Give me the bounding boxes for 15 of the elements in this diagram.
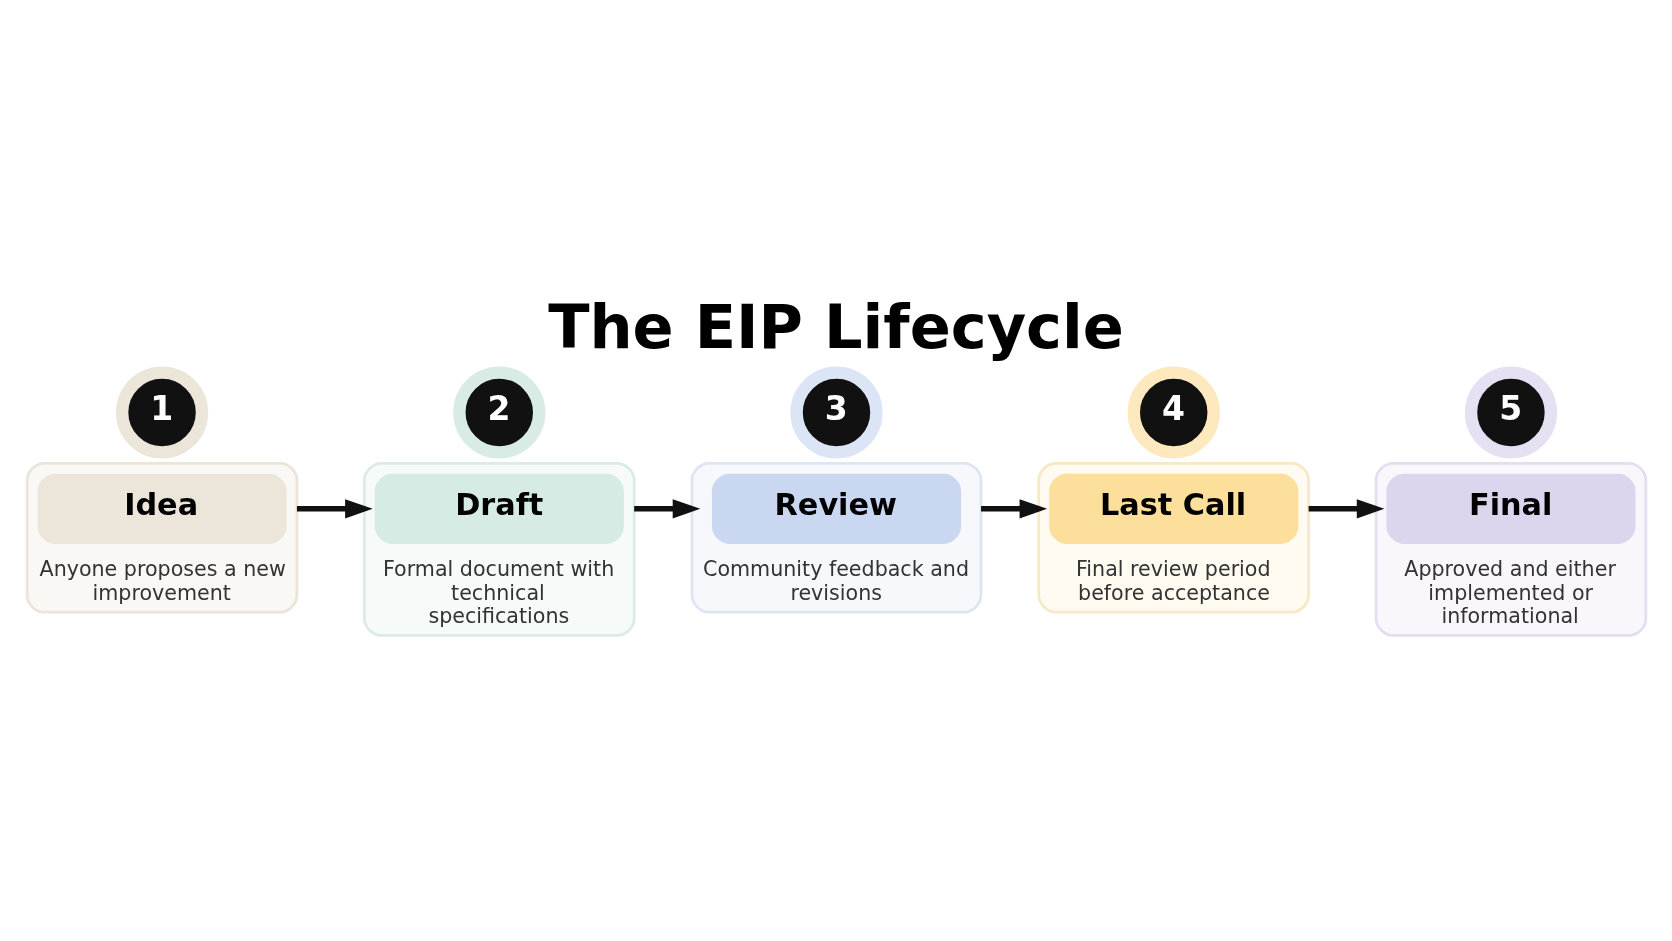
node-box: Last Call	[1048, 473, 1298, 544]
node-circle: 5	[1464, 365, 1557, 459]
diagram-title: The EIP Lifecycle	[547, 291, 1124, 362]
node-circle: 3	[789, 365, 883, 459]
arrow	[980, 498, 1047, 518]
node-box: Draft	[374, 473, 624, 544]
arrow	[633, 498, 700, 518]
node-circle: 4	[1127, 365, 1220, 459]
node-circle: 1	[115, 365, 208, 459]
node-circle: 2	[452, 365, 545, 459]
node-box: Idea	[37, 473, 287, 544]
arrow	[1308, 498, 1384, 518]
node-box: Review	[711, 473, 961, 544]
node-box: Final	[1385, 473, 1635, 544]
arrow	[296, 498, 373, 518]
